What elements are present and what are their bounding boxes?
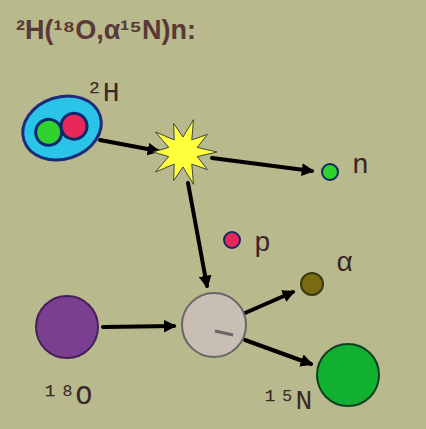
reaction-arrow (188, 183, 207, 286)
reaction-title: ²H(¹⁸O,α¹⁵N)n: (16, 16, 196, 46)
nitrogen-nucleus-shape (316, 343, 380, 407)
oxygen-nucleus-shape (35, 295, 99, 359)
alpha-particle-ball (301, 273, 323, 295)
reaction-arrow (103, 326, 174, 327)
nitrogen-nucleus: ¹⁵N (316, 343, 380, 407)
oxygen-nucleus: ¹⁸O (35, 295, 99, 359)
nitrogen-nucleus-ball (317, 344, 379, 406)
particle-label: α (336, 250, 353, 278)
neutron-ball (322, 164, 338, 180)
explosion-star (153, 120, 217, 185)
neutron-ball (32, 116, 65, 149)
particle-label: ²H (86, 80, 120, 108)
proton-ball (224, 232, 240, 248)
deuteron: ²H (20, 94, 104, 162)
oxygen-nucleus-ball (36, 296, 98, 358)
alpha-particle: α (300, 272, 324, 296)
neutron-shape (321, 163, 339, 181)
proton-ball (58, 110, 91, 143)
reaction-arrow (100, 140, 158, 151)
particle-label: ¹⁸O (42, 383, 92, 411)
reaction-arrow (245, 292, 293, 313)
particle-label: p (254, 230, 271, 258)
nucleus-mark (215, 331, 233, 335)
reaction-arrow (212, 158, 312, 171)
neutron: n (321, 163, 339, 181)
proton-shape (223, 231, 241, 249)
compound-nucleus (182, 293, 246, 357)
particle-label: n (352, 152, 369, 180)
proton: p (223, 231, 241, 249)
alpha-particle-shape (300, 272, 324, 296)
particle-label: ¹⁵N (262, 388, 312, 416)
reaction-arrow (245, 340, 311, 364)
